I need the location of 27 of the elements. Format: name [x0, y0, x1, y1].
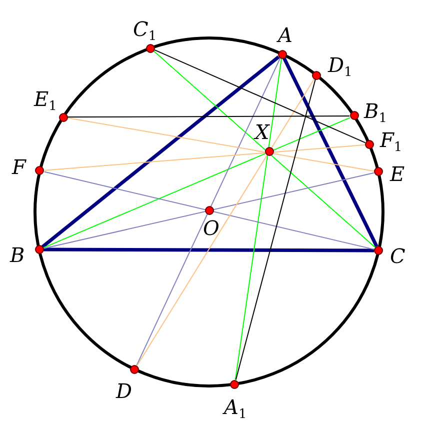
- point-label: E$_{1}$: [34, 88, 57, 110]
- line-segment: [42, 117, 350, 248]
- point-label: X: [255, 121, 270, 143]
- line-segment: [44, 248, 374, 252]
- point-label: D: [116, 380, 132, 402]
- line-segment: [42, 56, 280, 248]
- point-label: D$_{1}$: [328, 54, 352, 76]
- point-label: C: [390, 245, 406, 267]
- point-label: A$_{1}$: [224, 396, 247, 418]
- line-segment: [136, 58, 281, 366]
- line-segment: [282, 57, 378, 248]
- line-segment: [67, 117, 374, 172]
- line-segment: [44, 144, 366, 171]
- point-label: F: [12, 156, 26, 178]
- point-label: B: [10, 244, 25, 266]
- point-label: E: [390, 163, 405, 185]
- line-segment: [153, 50, 376, 248]
- line-segment: [67, 115, 350, 118]
- line-segment: [136, 78, 315, 366]
- point-label: C$_{1}$: [133, 18, 157, 40]
- point-label: F$_{1}$: [380, 129, 402, 151]
- line-segment: [154, 49, 366, 144]
- line-segment: [234, 58, 282, 380]
- point-label: A: [278, 24, 292, 46]
- point-label: O: [203, 217, 220, 239]
- line-segment: [235, 79, 316, 380]
- point-label: B$_{1}$: [364, 100, 387, 122]
